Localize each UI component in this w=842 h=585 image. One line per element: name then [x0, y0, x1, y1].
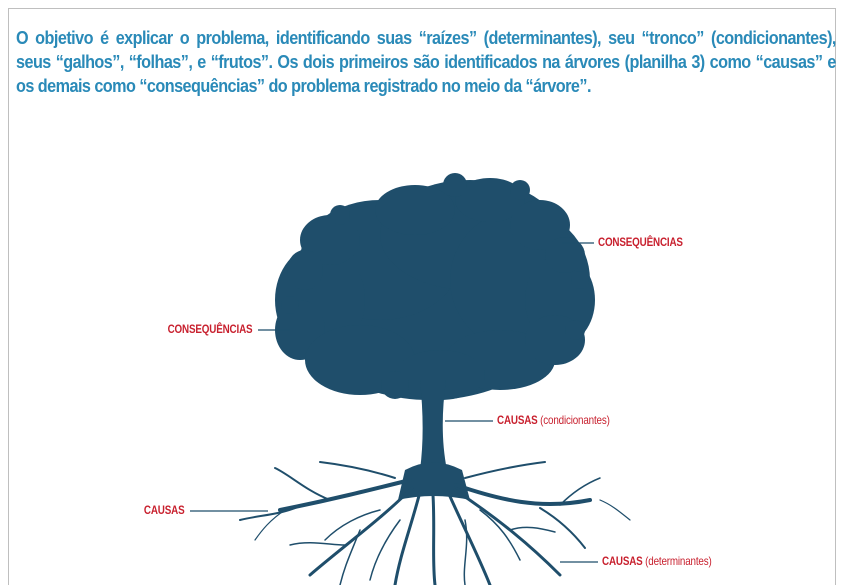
- figure-frame: [8, 8, 836, 585]
- label-causes-left: CAUSAS: [143, 503, 184, 517]
- label-causes-roots-text: CAUSAS: [602, 554, 643, 568]
- label-causes-trunk-text: CAUSAS: [497, 413, 538, 427]
- label-causes-trunk: CAUSAS (condicionantes): [497, 413, 610, 427]
- label-causes-roots-sub: (determinantes): [645, 554, 712, 568]
- intro-paragraph: O objetivo é explicar o problema, identi…: [16, 28, 836, 96]
- label-consequences-top: CONSEQUÊNCIAS: [598, 235, 683, 249]
- tree-trunk: [420, 380, 447, 470]
- tree-roots: [239, 461, 631, 585]
- tree-canopy: [275, 173, 595, 400]
- label-causes-trunk-sub: (condicionantes): [540, 413, 610, 427]
- label-causes-roots: CAUSAS (determinantes): [602, 554, 712, 568]
- label-consequences-left-text: CONSEQUÊNCIAS: [167, 322, 252, 336]
- label-causes-left-text: CAUSAS: [143, 503, 184, 517]
- label-consequences-top-text: CONSEQUÊNCIAS: [598, 235, 683, 249]
- label-consequences-left: CONSEQUÊNCIAS: [167, 322, 252, 336]
